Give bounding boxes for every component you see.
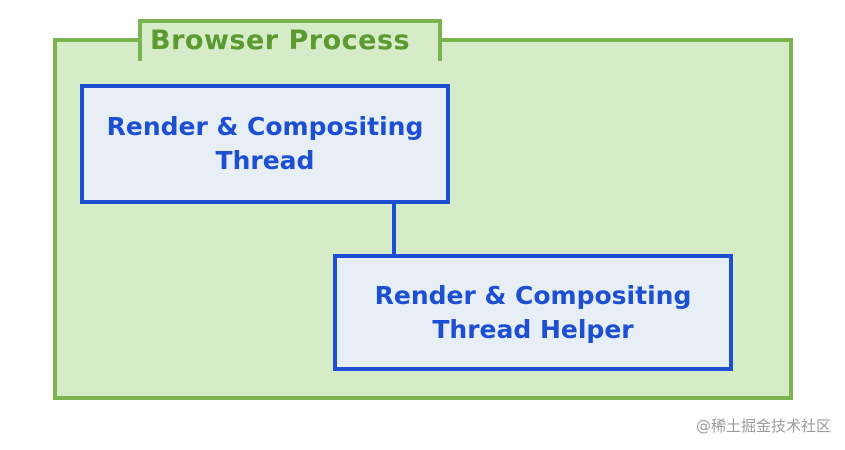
thread-connector-line <box>392 204 396 254</box>
render-compositing-thread-helper-label-line2: Thread Helper <box>432 314 634 344</box>
browser-process-title: Browser Process <box>150 25 411 56</box>
render-compositing-thread-label-line2: Thread <box>215 146 315 175</box>
render-compositing-thread-box: Render & Compositing Thread <box>80 84 450 204</box>
render-compositing-thread-helper-box: Render & Compositing Thread Helper <box>333 254 733 371</box>
render-compositing-thread-label-line1: Render & Compositing <box>106 112 424 141</box>
browser-process-tab <box>138 19 442 61</box>
watermark: @稀土掘金技术社区 <box>695 417 831 435</box>
render-compositing-thread-helper-label-line1: Render & Compositing <box>374 280 692 310</box>
